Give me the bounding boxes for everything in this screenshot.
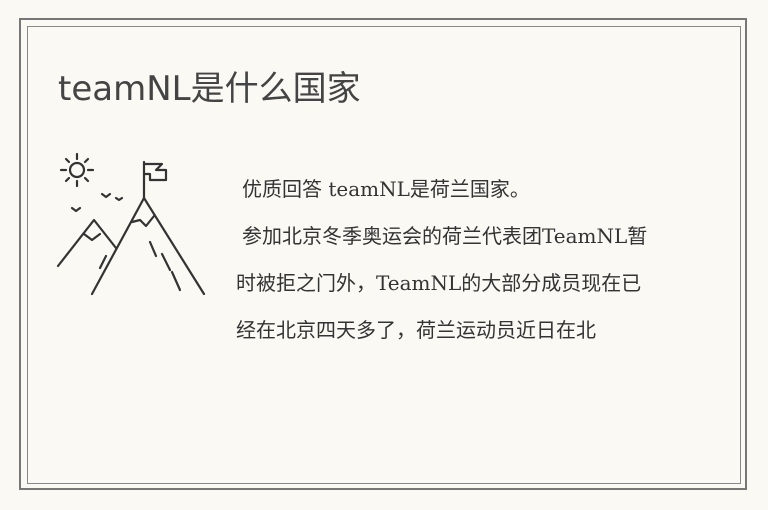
- answer-paragraph-summary: 优质回答 teamNL是荷兰国家。: [242, 177, 530, 201]
- mountain-flag-sun-icon: [56, 152, 206, 296]
- answer-paragraph-detail: 参加北京冬季奥运会的荷兰代表团TeamNL暂时被拒之门外，TeamNL的大部分成…: [236, 224, 648, 342]
- outer-frame: [19, 18, 747, 490]
- inner-frame: [27, 26, 741, 484]
- answer-text: 优质回答 teamNL是荷兰国家。 参加北京冬季奥运会的荷兰代表团TeamNL暂…: [236, 166, 650, 354]
- page-title: teamNL是什么国家: [58, 69, 361, 109]
